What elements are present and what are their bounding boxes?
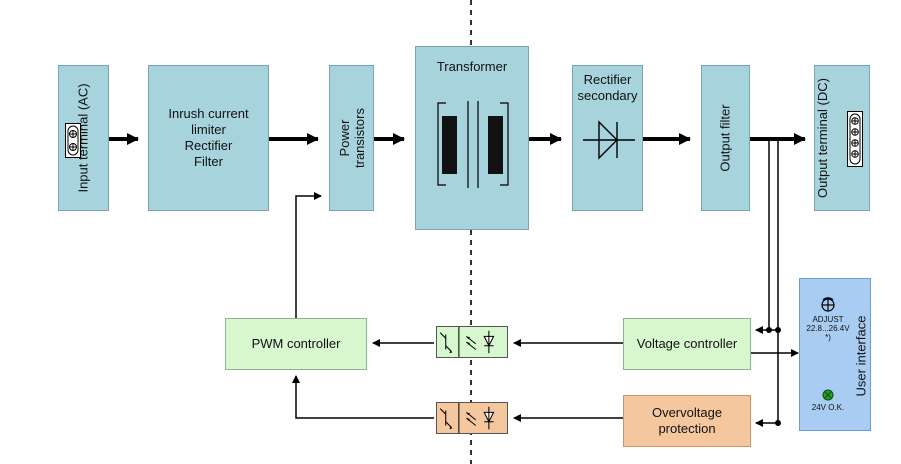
optocoupler-voltage [436,326,508,358]
adjust-range: 22.8...26.4V [806,324,850,333]
dc-terminal-icon [847,111,863,167]
power-transistors-block: Power transistors [329,65,374,211]
inrush-line-1: Inrush current [168,106,249,121]
overvoltage-line-2: protection [658,421,716,436]
adjust-note: *) [825,333,831,342]
adjust-label: ADJUST [812,315,844,324]
inrush-line-4: Filter [194,154,223,169]
voltage-controller-label: Voltage controller [636,336,738,351]
rectifier-secondary-line-1: Rectifier [583,72,632,87]
inrush-limiter-block: Inrush current limiter Rectifier Filter [148,65,269,211]
rectifier-secondary-block: Rectifier secondary [572,65,643,211]
output-filter-block: Output filter [701,65,750,211]
pwm-controller-label: PWM controller [251,336,341,351]
adjust-potentiometer-icon [821,297,835,312]
status-label: 24V O.K. [811,403,845,412]
pwm-controller-block: PWM controller [225,318,367,370]
voltage-controller-block: Voltage controller [623,318,751,370]
inrush-line-2: limiter [191,122,226,137]
output-filter-label: Output filter [717,104,733,172]
power-transistors-line-2: transistors [351,108,367,168]
rectifier-secondary-line-2: secondary [577,88,638,103]
overvoltage-protection-block: Overvoltage protection [623,395,751,447]
status-led-icon [822,389,834,401]
overvoltage-line-1: Overvoltage [651,405,723,420]
transformer-block: Transformer [415,46,529,230]
transformer-label: Transformer [436,59,508,74]
optocoupler-overvoltage [436,402,508,434]
ac-terminal-icon [65,123,81,158]
user-interface-panel: ADJUST 22.8...26.4V *) 24V O.K. User int… [799,278,871,431]
transformer-icon [437,101,509,188]
power-transistors-line-1: Power [336,119,352,157]
diode-icon [583,120,635,160]
output-terminal-label: Output terminal (DC) [814,78,830,198]
inrush-line-3: Rectifier [184,138,233,153]
user-interface-title: User interface [853,315,869,396]
